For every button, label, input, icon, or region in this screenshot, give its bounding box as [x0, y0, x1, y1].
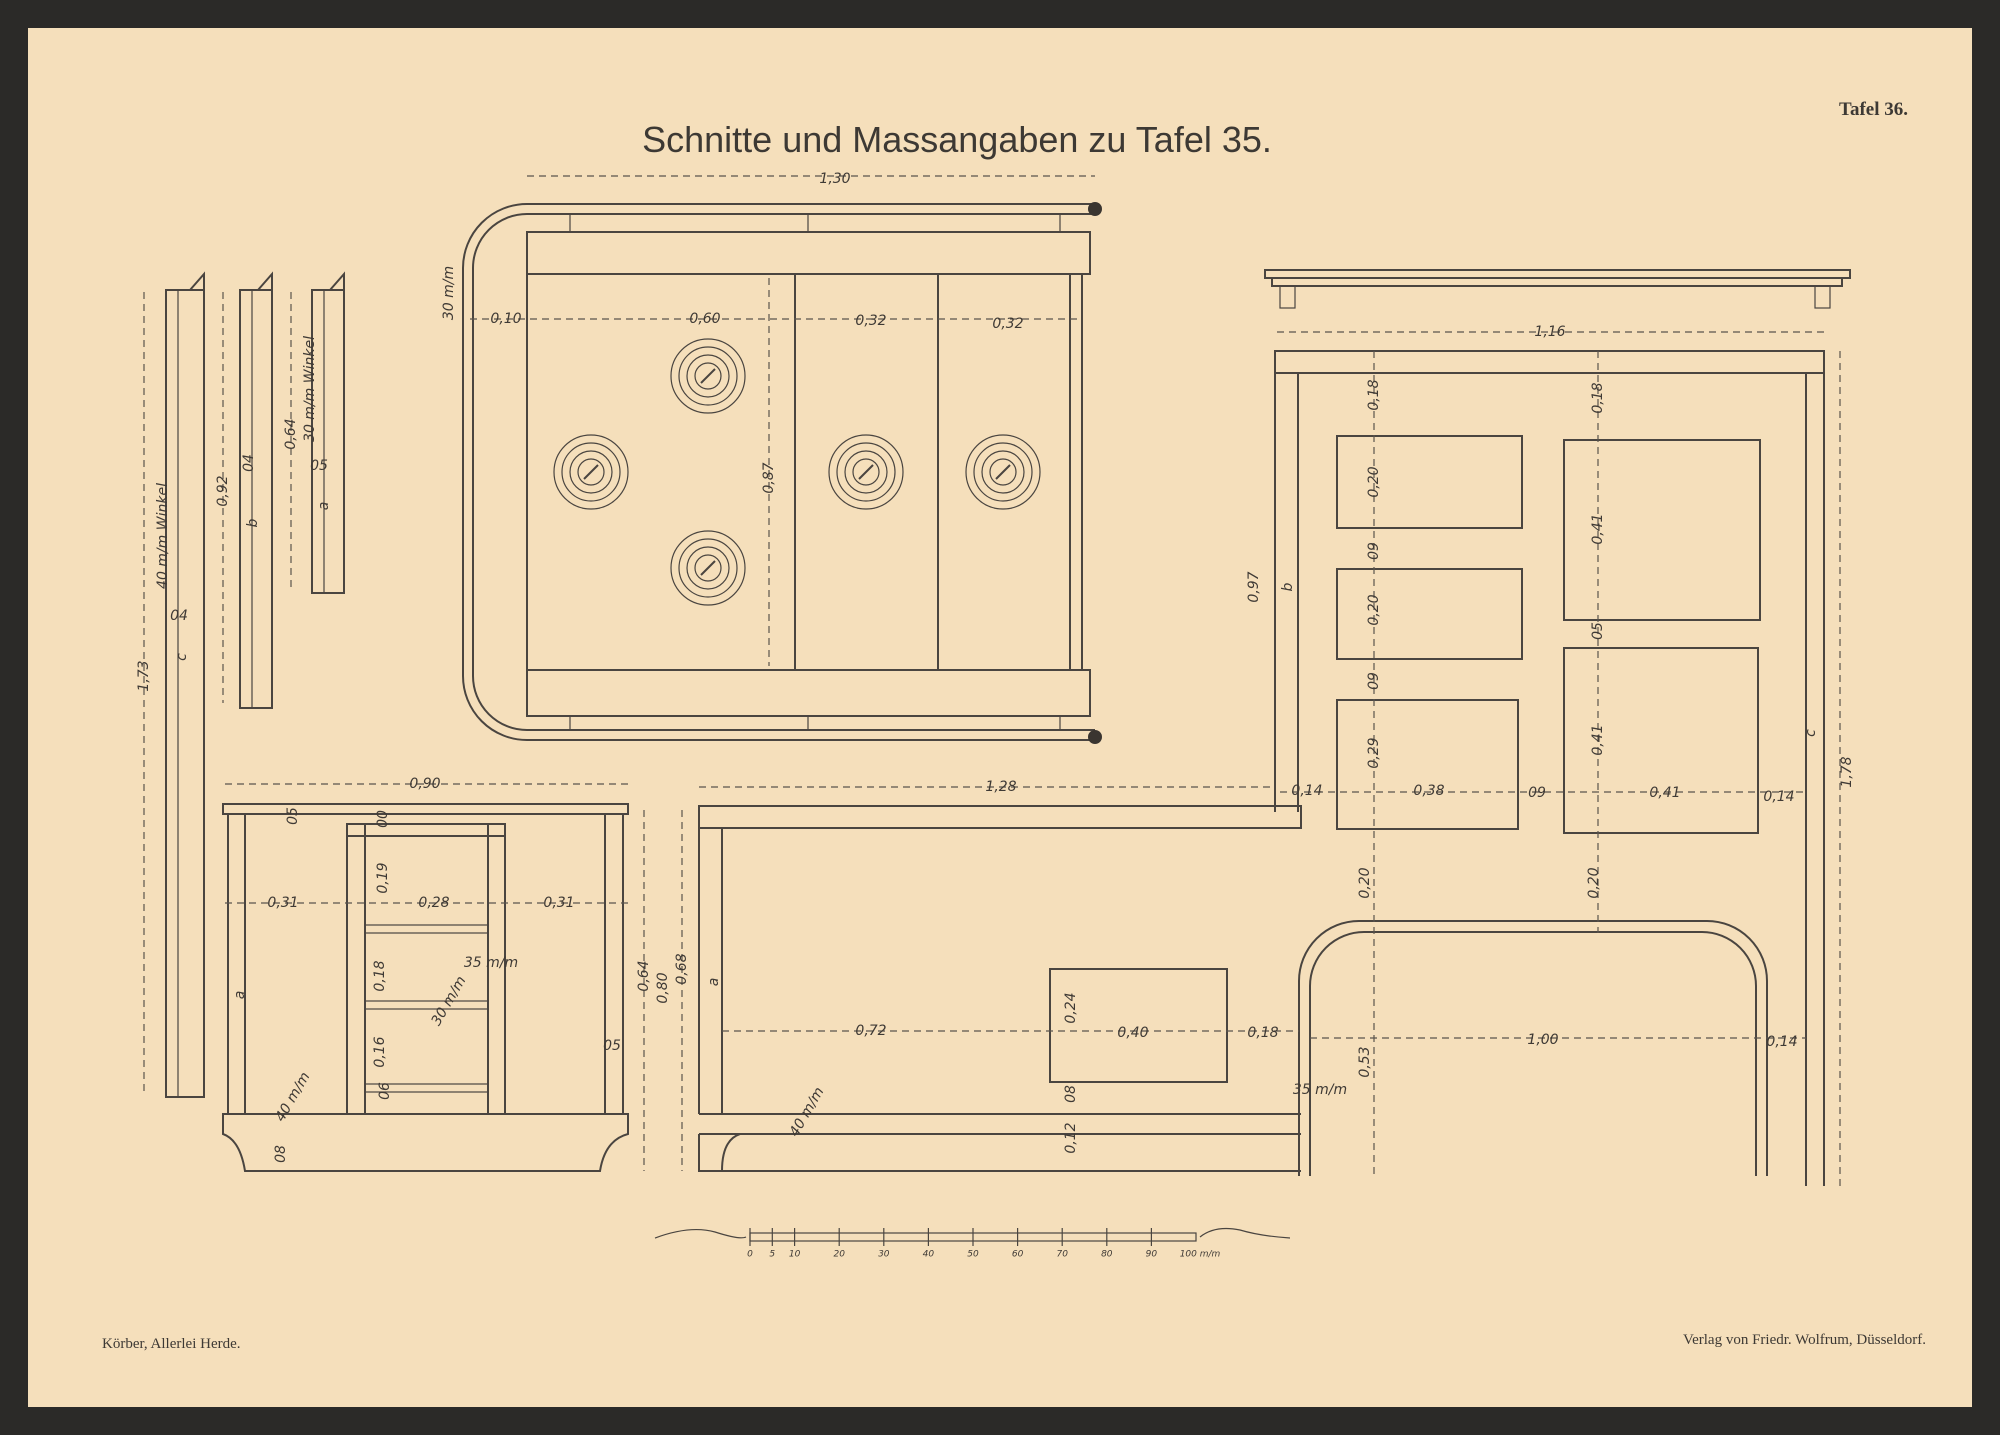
dimension-label: 40 m/m	[787, 1085, 828, 1140]
dimension-label: 09	[1366, 542, 1382, 560]
dimension-label: 0,14	[1766, 1034, 1797, 1050]
dimension-label: 0,32	[855, 313, 886, 329]
dimension-label: a	[316, 502, 332, 511]
dimension-label: 05	[1590, 622, 1606, 640]
dimension-label: 0,28	[418, 895, 449, 911]
dimension-label: 0,40	[1117, 1025, 1148, 1041]
scale-tick-label: 90	[1146, 1250, 1158, 1260]
dimension-label: a	[706, 978, 722, 987]
scale-tick-label: 0	[747, 1250, 753, 1260]
knob-icon	[1088, 730, 1102, 744]
side-view	[222, 783, 645, 1172]
dimension-label: 0,24	[1063, 992, 1079, 1023]
dimension-label: 0,60	[689, 311, 720, 327]
dimension-label: 0,14	[1763, 789, 1794, 805]
dimension-label: 0,41	[1649, 785, 1680, 801]
knob-icon	[1088, 202, 1102, 216]
dimension-label: 0,18	[1366, 379, 1382, 410]
dimension-label: 0,80	[655, 972, 671, 1003]
dimension-label: 0,87	[761, 462, 777, 493]
dimension-label: 0,14	[1291, 783, 1322, 799]
dimension-label: 0,68	[674, 953, 690, 984]
dimension-label: a	[232, 991, 248, 1000]
dimension-label: 1,28	[985, 779, 1016, 795]
scale-tick-label: 40	[923, 1250, 935, 1260]
dimension-label: 0,32	[992, 316, 1023, 332]
dimension-label: 0,18	[1590, 382, 1606, 413]
dimension-label: 0,20	[1357, 867, 1373, 898]
dimension-label: 0,38	[1413, 783, 1444, 799]
dimension-label: 0,97	[1246, 571, 1262, 602]
plate-number: Tafel 36.	[1839, 99, 1908, 120]
scale-tick-label: 20	[833, 1250, 845, 1260]
dimension-label: 40 m/m	[273, 1070, 314, 1125]
dimension-label: 09	[1528, 785, 1546, 801]
dimension-label: 0,64	[636, 960, 652, 991]
dimension-label: 0,12	[1063, 1122, 1079, 1153]
dimension-label: 1,16	[1534, 324, 1565, 340]
dimension-label: 1,73	[136, 660, 152, 691]
dimension-label: 0,72	[855, 1023, 886, 1039]
dimension-label: 08	[273, 1145, 289, 1163]
dimension-label: 35 m/m	[1293, 1082, 1347, 1098]
dimension-label: 0,16	[372, 1036, 388, 1067]
scale-tick-label: 80	[1101, 1250, 1113, 1260]
dimension-label: 1,78	[1839, 756, 1855, 787]
scale-end-label: 100 m/m	[1180, 1250, 1221, 1260]
dimension-label: 0,20	[1366, 466, 1382, 497]
dimension-label: 00	[375, 810, 391, 828]
dimension-label: 1,30	[819, 171, 850, 187]
scale-tick-label: 50	[967, 1250, 979, 1260]
footer-publisher: Verlag von Friedr. Wolfrum, Düsseldorf.	[1683, 1332, 1926, 1348]
base-front-view	[681, 786, 1302, 1172]
dimension-label: 30 m/m Winkel	[302, 336, 318, 442]
dimension-label: c	[174, 653, 190, 661]
dimension-label: c	[1803, 729, 1819, 737]
page-title: Schnitte und Massangaben zu Tafel 35.	[642, 119, 1272, 160]
dimension-label: b	[1280, 582, 1296, 591]
scale-tick-label: 70	[1056, 1250, 1068, 1260]
dimension-label: 0,10	[490, 311, 521, 327]
ornament-left-icon	[654, 1228, 747, 1239]
dimension-label: 0,19	[375, 862, 391, 893]
dimension-label: b	[245, 518, 261, 527]
dimension-label: 04	[170, 608, 188, 624]
dimension-label: 0,31	[267, 895, 298, 911]
paper-sheet	[28, 28, 1972, 1407]
dimension-label: 09	[1366, 672, 1382, 690]
scale-tick-label: 60	[1012, 1250, 1024, 1260]
dimension-label: 0,31	[543, 895, 574, 911]
front-elevation	[1264, 269, 1851, 1186]
footer-author: Körber, Allerlei Herde.	[102, 1336, 241, 1352]
dimension-label: 30 m/m	[441, 266, 457, 320]
dimension-label: 0,20	[1366, 594, 1382, 625]
dimension-label: 35 m/m	[464, 955, 518, 971]
dimension-label: 0,20	[1586, 867, 1602, 898]
dimension-label: 1,00	[1527, 1032, 1558, 1048]
dimension-label: 0,18	[1247, 1025, 1278, 1041]
dimension-label: 40 m/m Winkel	[155, 483, 171, 589]
dimension-label: 05	[603, 1038, 621, 1054]
scale-tick-label: 10	[789, 1250, 801, 1260]
ornament-right-icon	[1199, 1227, 1291, 1239]
dimension-label: 0,18	[372, 960, 388, 991]
angle-parts	[143, 271, 345, 1098]
dimension-label: 0,41	[1590, 724, 1606, 755]
dimension-label: 05	[285, 807, 301, 825]
dimension-label: 0,29	[1366, 737, 1382, 768]
scale-bar: 0 5 10 20 30 40 50 60 70 80 90 100 m/m	[654, 1227, 1291, 1260]
dimension-label: 0,90	[409, 776, 440, 792]
dimension-label: 0,92	[215, 475, 231, 506]
dimension-label: 06	[377, 1082, 393, 1100]
dimension-label: 04	[241, 454, 257, 472]
stove-top-view	[462, 175, 1102, 744]
dimension-label: 0,53	[1357, 1046, 1373, 1077]
scale-tick-label: 30	[878, 1250, 890, 1260]
dimension-label: 08	[1063, 1085, 1079, 1103]
dimension-label: 05	[310, 458, 328, 474]
scale-tick-label: 5	[769, 1250, 775, 1260]
dimension-label: 0,64	[283, 418, 299, 449]
dimension-label: 0,41	[1590, 513, 1606, 544]
burner-rings	[553, 338, 1041, 606]
